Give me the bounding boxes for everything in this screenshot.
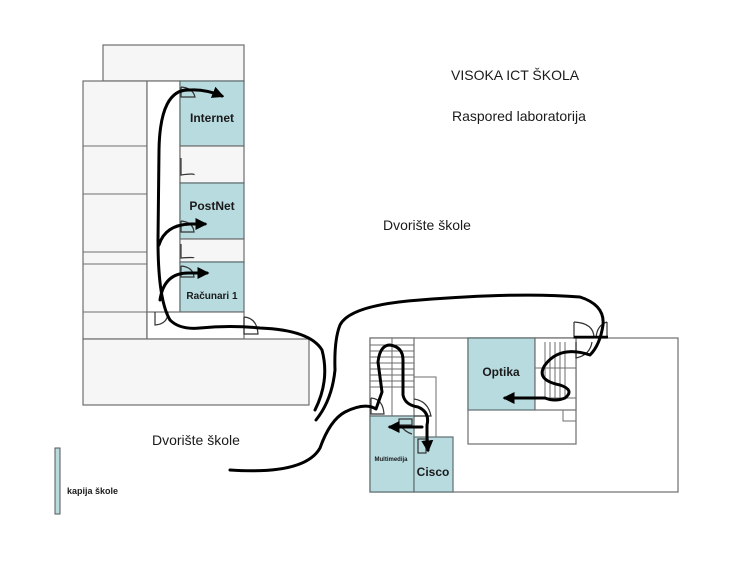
map-title: VISOKA ICT ŠKOLA [451,67,580,83]
top-annex [102,44,245,82]
gate [54,447,61,515]
route-paths [156,86,605,473]
lab-label-postnet: PostNet [189,199,234,213]
lab-cisco[interactable] [413,436,454,493]
lab-label-optika: Optika [482,365,520,379]
west-wing [82,80,148,340]
door-icon [370,397,385,415]
courtyard-label-south: Dvorište škole [152,432,240,448]
map-subtitle: Raspored laboratorija [452,108,586,124]
lab-label-cisco: Cisco [417,465,450,479]
route-courtyard-a [168,318,327,412]
door-icon [413,398,432,417]
gate-label: kapija škole [67,486,119,496]
door-icon [180,244,195,259]
lab-racunari1[interactable] [179,261,245,313]
lab-internet[interactable] [179,80,245,147]
lab-label-multimedija: Multimedija [374,457,408,463]
route-to-postnet [157,218,208,247]
lab-label-racunari1: Računari 1 [186,291,238,302]
door-icon [180,158,195,176]
right-building [369,321,679,493]
route-to-racunari1 [158,267,210,302]
route-to-optika [314,293,605,422]
door-icon [180,265,195,278]
lab-label-internet: Internet [190,111,234,125]
door-icon [180,220,195,233]
door-icon [243,316,259,335]
door-icon [573,321,595,339]
lab-postnet[interactable] [179,182,245,240]
courtyard-label-north: Dvorište škole [383,217,471,233]
south-block [82,338,310,406]
route-to-cisco [228,343,434,473]
left-building [82,44,310,406]
